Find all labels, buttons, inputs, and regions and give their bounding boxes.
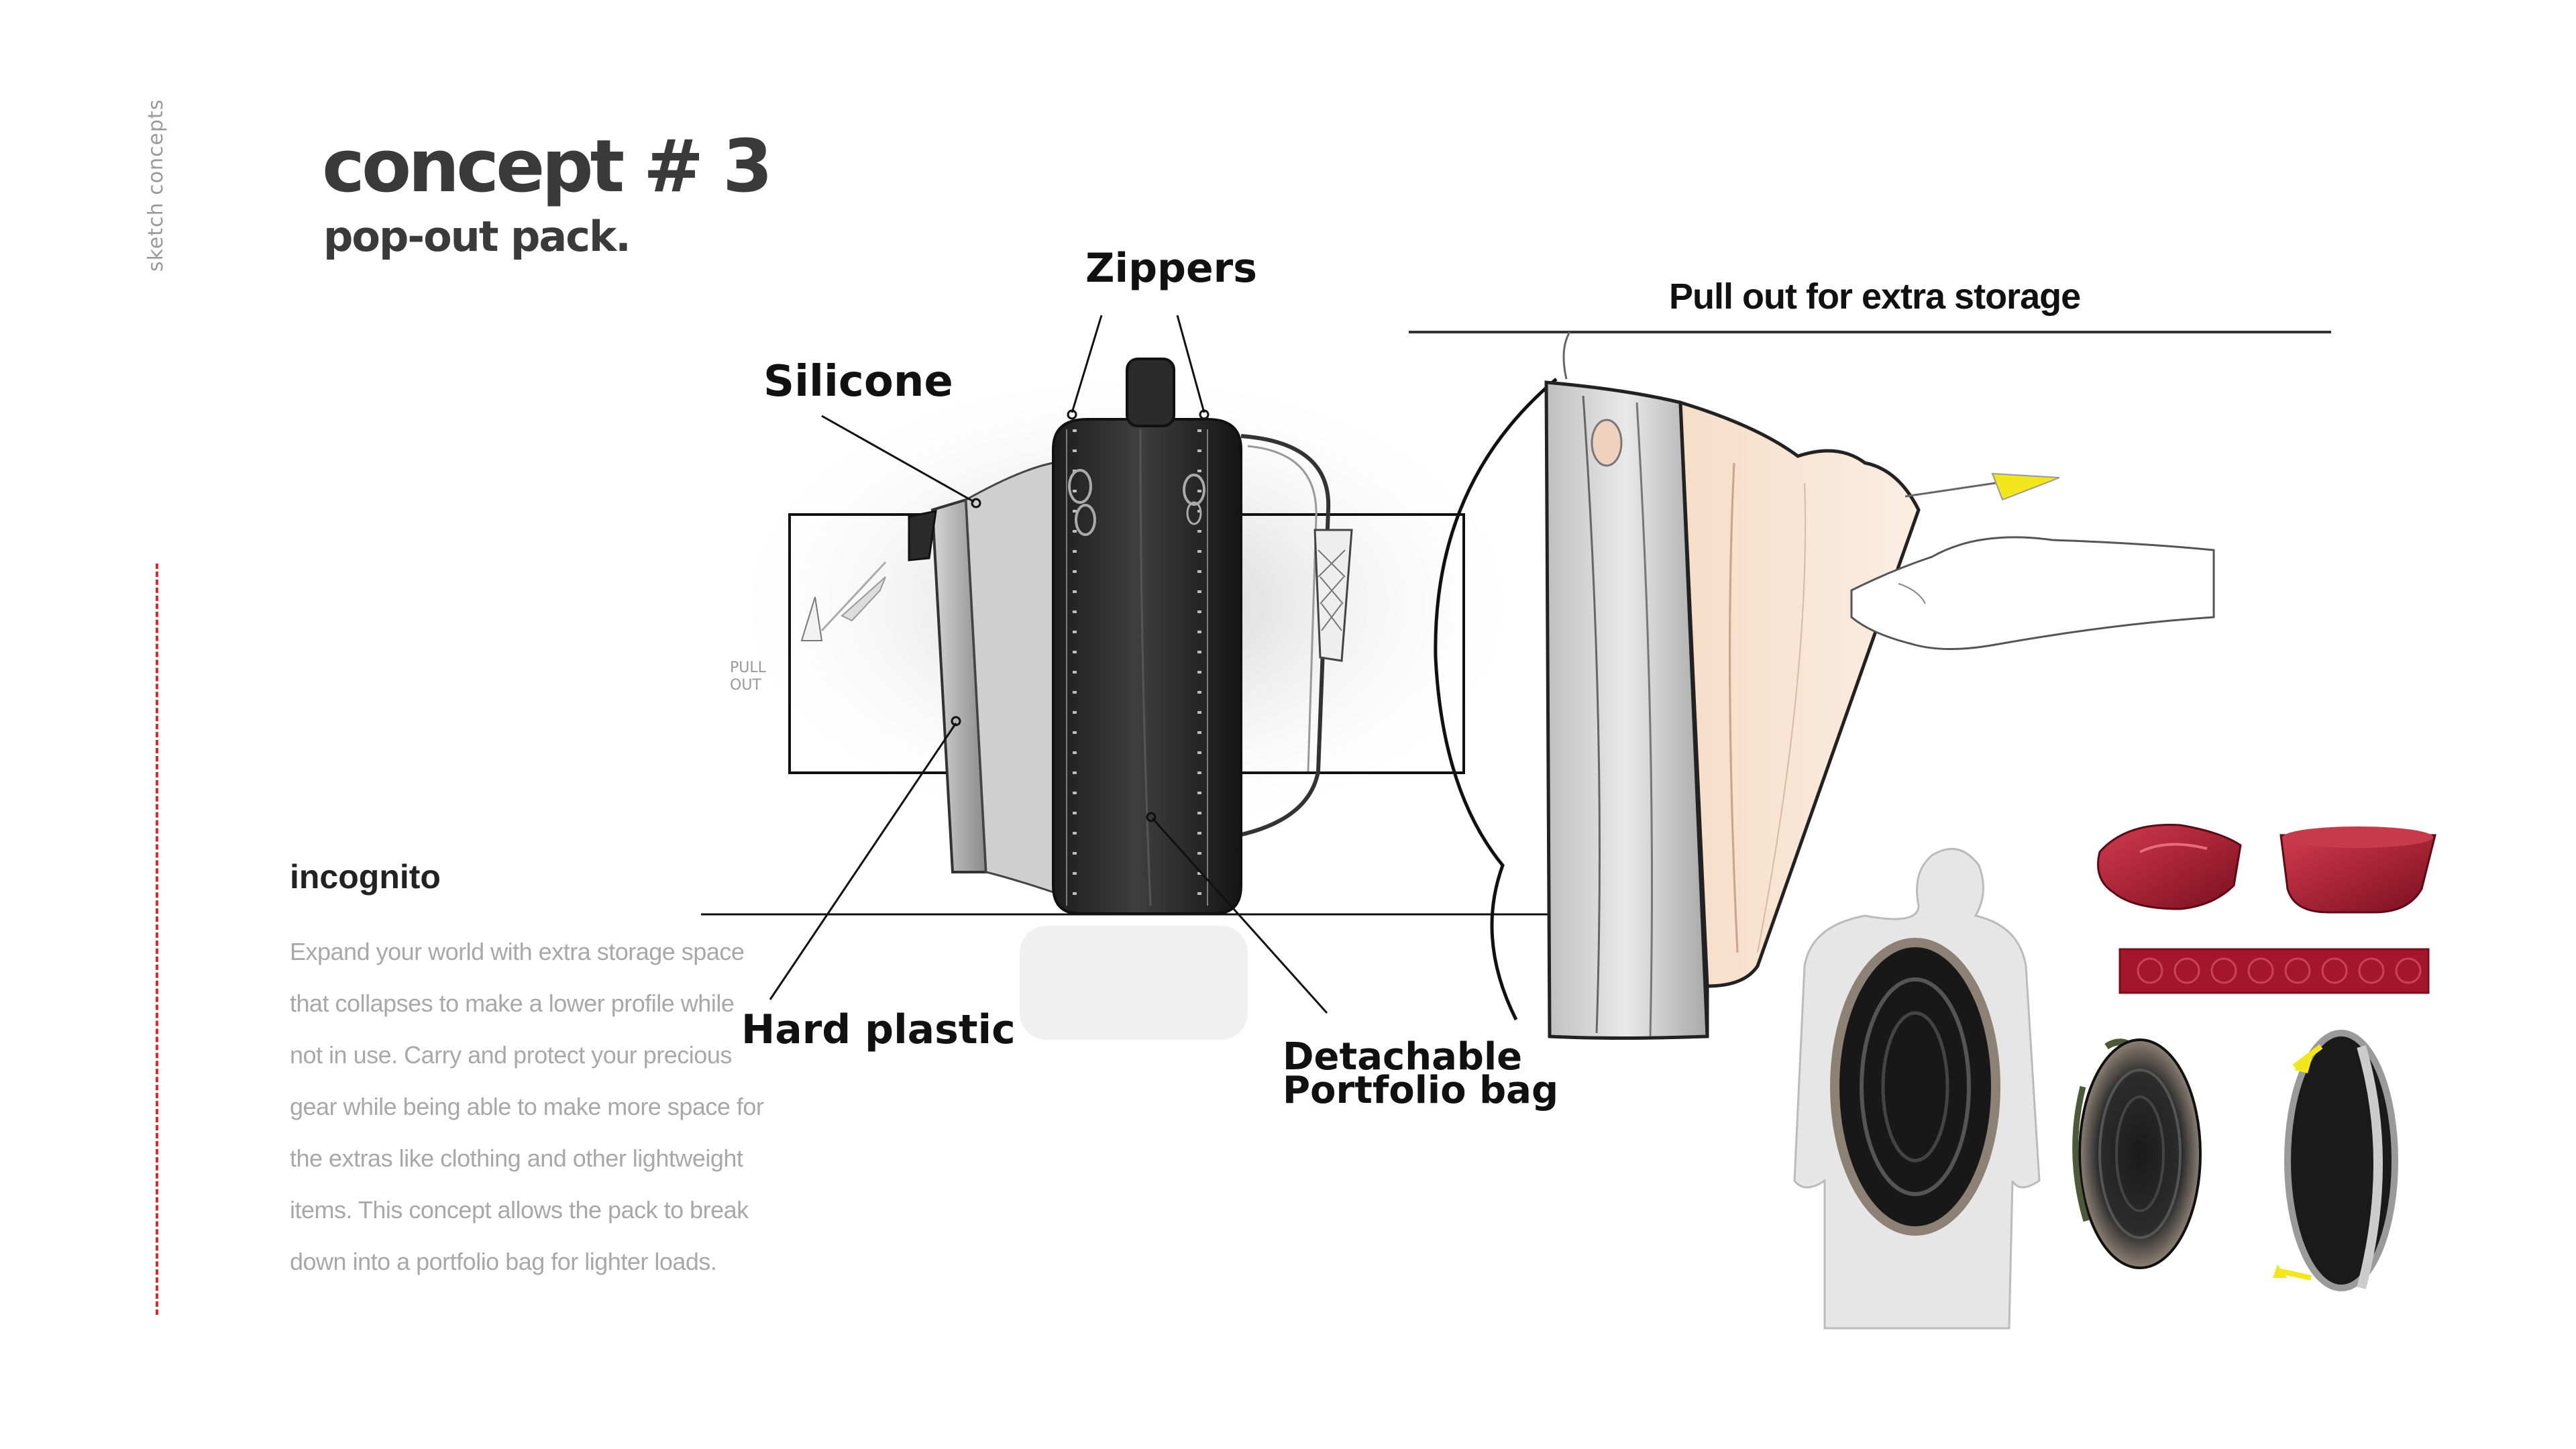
pull-out-note-line1: PULL [730,659,767,676]
zippers-label: Zippers [1085,245,1257,292]
left-pack-sketch: PULL OUT [701,358,1555,1040]
pull-out-note-line2: OUT [730,677,761,694]
hard-plastic-label: Hard plastic [741,1006,1016,1053]
description-body: Expand your world with extra storage spa… [290,926,764,1287]
page-subtitle: pop-out pack. [323,212,631,261]
description-line: Expand your world with extra storage spa… [290,938,745,965]
backpack-renders [1793,824,2436,1330]
open-pack-sketch [1409,331,2331,1040]
detachable-label-line2: Portfolio bag [1283,1069,1559,1112]
description-line: items. This concept allows the pack to b… [290,1196,749,1224]
description-line: that collapses to make a lower profile w… [290,989,735,1017]
silicone-label: Silicone [763,357,953,407]
description-line: not in use. Carry and protect your preci… [290,1041,732,1069]
page-title: concept # 3 [322,125,773,209]
detachable-label-line1: Detachable [1283,1035,1523,1079]
callout-leader-lines [769,315,1328,1014]
pull-out-label: Pull out for extra storage [1669,276,2081,317]
description-line: down into a portfolio bag for lighter lo… [290,1248,717,1275]
description-line: gear while being able to make more space… [290,1093,764,1120]
red-dashed-divider [156,564,158,1315]
description-line: the extras like clothing and other light… [290,1144,743,1172]
description-heading: incognito [290,858,441,896]
